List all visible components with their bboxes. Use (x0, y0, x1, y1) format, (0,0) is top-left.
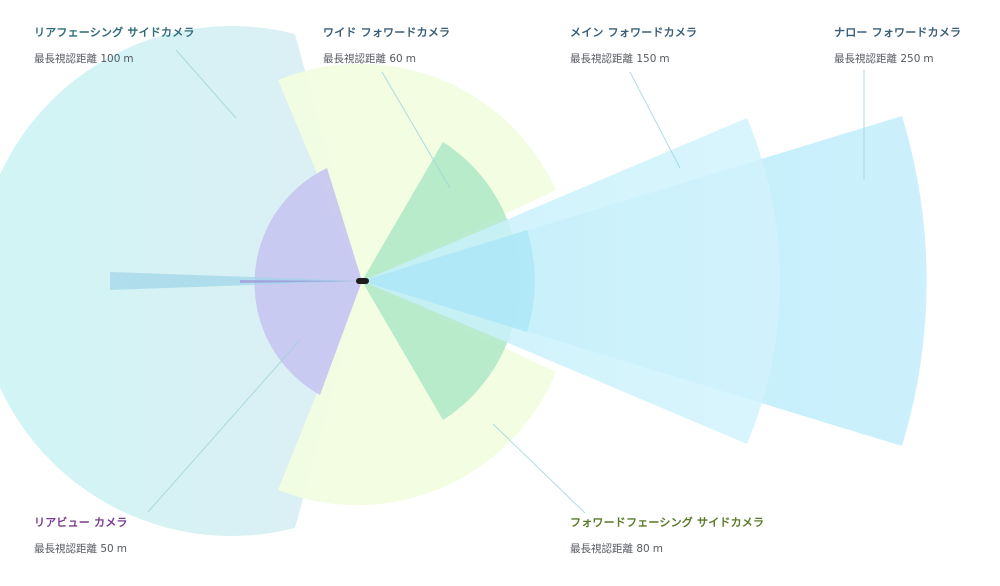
rear-view-line (240, 280, 362, 283)
range-value: 80 (636, 543, 650, 555)
rear-view-leader-line (147, 339, 301, 513)
vehicle-icon (356, 278, 369, 284)
main-forward-camera-title: メイン フォワードカメラ (570, 26, 698, 39)
range-value: 250 (900, 53, 921, 65)
range-unit: m (659, 53, 670, 65)
range-unit: m (405, 53, 416, 65)
wide-leader-line (381, 71, 451, 189)
forward-side-camera-coverage-upper (278, 63, 556, 281)
range-label: 最長視認距離 (34, 53, 97, 65)
forward-side-leader-line (492, 423, 586, 514)
range-value: 100 (100, 53, 121, 65)
range-unit: m (923, 53, 934, 65)
rear-side-camera-title: リアフェーシング サイドカメラ (34, 26, 195, 39)
range-value: 150 (636, 53, 657, 65)
range-value: 50 (100, 543, 114, 555)
range-value: 60 (389, 53, 403, 65)
rear-view-camera-title: リアビュー カメラ (34, 516, 128, 529)
range-label: 最長視認距離 (570, 53, 633, 65)
wide-forward-camera-title: ワイド フォワードカメラ (323, 26, 451, 39)
narrow-forward-camera-title: ナロー フォワードカメラ (834, 26, 962, 39)
range-unit: m (116, 543, 127, 555)
range-label: 最長視認距離 (34, 543, 97, 555)
range-unit: m (652, 543, 663, 555)
rear-side-leader-line (175, 49, 237, 119)
forward-side-camera-title: フォワードフェーシング サイドカメラ (570, 516, 765, 529)
range-label: 最長視認距離 (323, 53, 386, 65)
range-unit: m (123, 53, 134, 65)
range-label: 最長視認距離 (570, 543, 633, 555)
main-leader-line (629, 71, 681, 169)
main-forward-camera-coverage (362, 118, 780, 444)
range-label: 最長視認距離 (834, 53, 897, 65)
forward-side-camera-coverage-lower (278, 281, 556, 506)
forward-beam-core (362, 230, 535, 332)
rear-side-thin-beam (110, 272, 362, 290)
